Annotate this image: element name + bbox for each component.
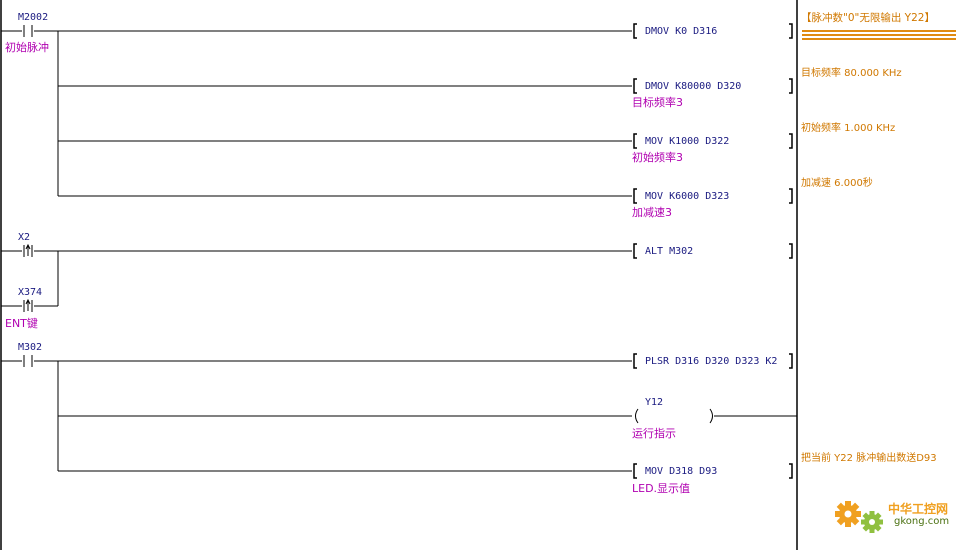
instruction-dmov-k0-d316[interactable]: DMOV K0 D316 [645, 26, 718, 37]
contact-device-x2: X2 [18, 232, 31, 243]
instruction-plsr[interactable]: PLSR D316 D320 D323 K2 [645, 356, 778, 367]
contact-device-x374: X374 [18, 287, 43, 298]
note-init-freq: 初始频率 1.000 KHz [801, 123, 896, 134]
instruction-mov-d318-d93[interactable]: MOV D318 D93 [645, 466, 718, 477]
instruction-comment-led: LED.显示值 [632, 482, 691, 495]
rung-1[interactable] [1, 25, 632, 197]
note-underline-1 [802, 30, 956, 32]
coil-device-y12[interactable]: Y12 [645, 397, 664, 408]
rung-3[interactable] [1, 355, 797, 472]
contact-comment-m2002: 初始脉冲 [5, 41, 49, 54]
gear-icon [835, 501, 883, 533]
instruction-comment-init-freq: 初始频率3 [632, 151, 683, 164]
gkong-logo: 中华工控网 gkong.com [832, 494, 962, 542]
instruction-brackets [633, 23, 793, 479]
note-target-freq: 目标频率 80.000 KHz [801, 68, 902, 79]
note-underline-2 [802, 34, 956, 36]
note-title: 【脉冲数"0"无限输出 Y22】 [801, 12, 935, 24]
contact-device-m2002: M2002 [18, 12, 49, 23]
logo-url-text: gkong.com [894, 516, 950, 527]
note-transfer: 把当前 Y22 脉冲输出数送D93 [801, 453, 937, 464]
coil-icon [635, 408, 639, 424]
instruction-comment-accel: 加减速3 [632, 206, 672, 219]
instruction-mov-k1000-d322[interactable]: MOV K1000 D322 [645, 136, 730, 147]
contact-comment-x374: ENT键 [5, 317, 38, 330]
instruction-alt-m302[interactable]: ALT M302 [645, 246, 694, 257]
contact-device-m302: M302 [18, 342, 43, 353]
coil-comment-run: 运行指示 [632, 427, 676, 440]
instruction-comment-target-freq: 目标频率3 [632, 96, 683, 109]
note-accel: 加减速 6.000秒 [801, 178, 873, 189]
instruction-dmov-k80000-d320[interactable]: DMOV K80000 D320 [645, 81, 742, 92]
logo-cn-text: 中华工控网 [888, 502, 949, 516]
rung-2[interactable] [1, 243, 632, 312]
note-underline-3 [802, 38, 956, 40]
instruction-mov-k6000-d323[interactable]: MOV K6000 D323 [645, 191, 730, 202]
